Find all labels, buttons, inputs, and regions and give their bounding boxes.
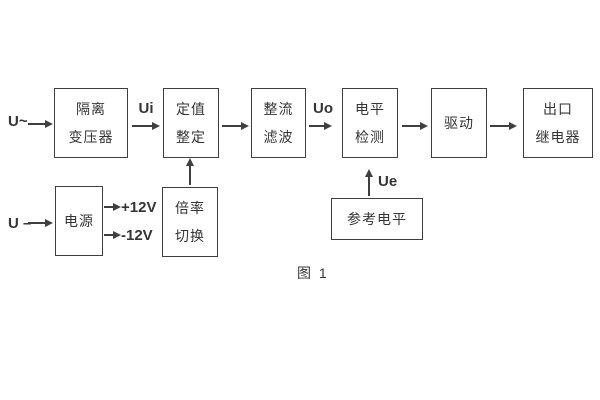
block-text: 检测 xyxy=(355,128,385,145)
block-text: 驱动 xyxy=(444,114,474,131)
signal-uo-label: Uo xyxy=(313,100,333,117)
rail-minus-12v-label: -12V xyxy=(121,227,153,244)
block-output-relay: 出口 继电器 xyxy=(523,88,593,158)
arrow-ratio-to-setpoint xyxy=(186,158,193,185)
block-text: 电平 xyxy=(355,100,385,117)
figure-caption: 图 1 xyxy=(297,265,329,281)
block-text: 出口 xyxy=(543,100,573,117)
arrow-drive-to-relay xyxy=(490,122,517,129)
dc-input-label: U – xyxy=(8,215,32,232)
rail-plus-12v-label: +12V xyxy=(121,199,157,216)
arrow-plus-12v xyxy=(104,203,121,210)
arrow-level-to-drive xyxy=(402,122,428,129)
block-power-supply: 电源 xyxy=(55,186,103,256)
block-level-detect: 电平 检测 xyxy=(342,88,398,158)
arrow-setpoint-to-rectify xyxy=(222,122,249,129)
arrow-uo xyxy=(309,122,332,129)
signal-ue-label: Ue xyxy=(378,173,398,190)
block-text: 倍率 xyxy=(175,199,205,216)
arrow-dc-input xyxy=(28,219,53,226)
arrow-ac-input xyxy=(28,120,53,127)
block-reference-level: 参考电平 xyxy=(331,198,423,240)
block-text: 变压器 xyxy=(68,128,114,145)
block-ratio-switch: 倍率 切换 xyxy=(162,187,218,257)
arrow-ui xyxy=(132,122,160,129)
block-setpoint-adjust: 定值 整定 xyxy=(163,88,219,158)
block-text: 整流 xyxy=(263,100,294,117)
block-drive: 驱动 xyxy=(431,88,487,158)
arrow-minus-12v xyxy=(104,231,121,238)
block-rectify-filter: 整流 滤波 xyxy=(251,88,306,158)
block-text: 隔离 xyxy=(76,100,106,117)
block-text: 滤波 xyxy=(263,128,294,145)
arrow-ue xyxy=(365,169,372,196)
signal-ui-label: Ui xyxy=(138,100,154,117)
block-isolation-transformer: 隔离 变压器 xyxy=(54,88,128,158)
ac-input-label: U~ xyxy=(8,113,28,130)
block-text: 参考电平 xyxy=(347,210,407,227)
block-text: 切换 xyxy=(175,227,205,244)
block-text: 电源 xyxy=(64,212,94,229)
block-text: 继电器 xyxy=(535,128,581,145)
block-text: 定值 xyxy=(176,100,206,117)
block-text: 整定 xyxy=(176,128,206,145)
